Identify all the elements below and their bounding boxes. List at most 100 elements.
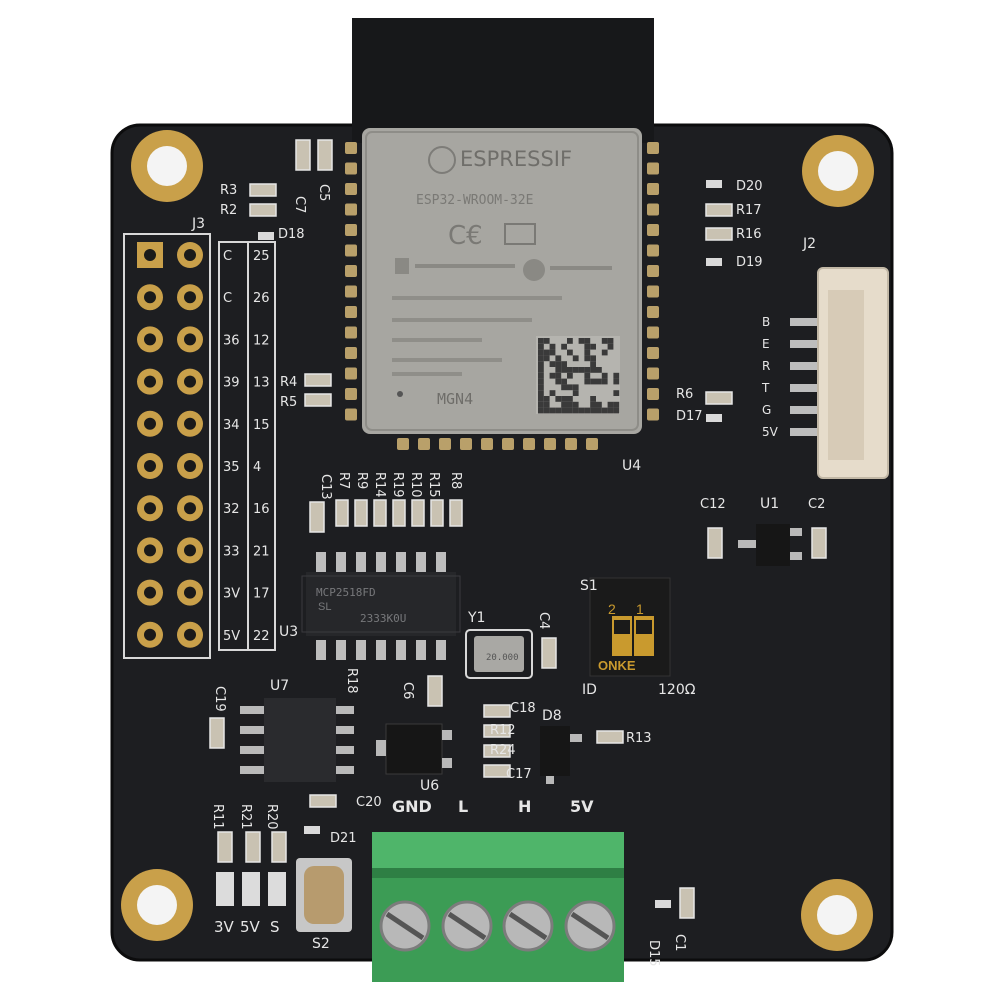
crystal-marking: 20.000 [486,653,519,663]
dip-num-1: 1 [636,601,644,617]
ref-r3: R3 [220,183,237,198]
ref-r11: R11 [210,804,225,830]
cert-logo-icon [395,258,409,274]
smd-component [449,499,463,527]
u3-pin [316,552,326,572]
terminal-screws [379,900,616,952]
ref-r17: R17 [736,203,762,218]
u7-chip [240,698,354,782]
smd-component [354,499,368,527]
ref-c13: C13 [318,474,333,500]
castellation-pad [345,367,357,380]
j2-pin-label: R [762,359,770,373]
smd-component [483,704,511,718]
smd-component [427,675,443,707]
passive-components [209,139,827,919]
j2-pin-label: 5V [762,425,779,439]
smd-component [304,373,332,387]
ref-r18: R18 [344,668,359,694]
j3-label: 36 [223,333,240,348]
castellation-pad [345,183,357,195]
u6-chip [376,723,452,775]
smd-component [705,391,733,405]
castellation-pad [647,224,659,236]
castellation-pad [345,244,357,257]
ref-d19: D19 [736,255,763,270]
smd-component [304,393,332,407]
castellation-pad [418,438,430,450]
module-model: ESP32-WROOM-32E [416,193,533,208]
j2-lead [790,318,820,326]
ref-r20: R20 [264,804,279,830]
ref-c2: C2 [808,497,825,512]
ref-u3: U3 [279,624,298,640]
ref-c18: C18 [510,701,536,716]
j3-number: 4 [253,460,261,475]
j2-lead [790,406,820,414]
castellation-pad [345,162,357,175]
smd-component [295,139,311,171]
ref-r15: R15 [426,472,441,498]
u3-marking: MCP2518FD [316,586,376,599]
j3-number: 25 [253,249,270,264]
cert-circle-icon [523,259,545,281]
ref-r19: R19 [390,472,405,498]
j3-label: 34 [223,418,240,433]
smd-component [483,744,511,758]
d8-diode [540,726,582,784]
ref-d15: D15 [646,940,661,967]
smd-led [706,414,722,422]
castellation-pad [565,438,577,450]
u3-can-controller [301,572,461,636]
j3-number: 22 [253,629,270,644]
u3-pin [356,552,366,572]
ref-c20: C20 [356,795,382,810]
ref-d17: D17 [676,409,703,424]
castellation-pad [647,326,659,339]
smd-component [392,499,406,527]
ref-r16: R16 [736,227,762,242]
castellation-pad [647,244,659,257]
j3-number: 21 [253,544,270,559]
castellation-pad [523,438,535,450]
j3-label: 5V [223,629,240,644]
crystal-y1: 20.000 [465,629,533,679]
module-marking: MGN4 [437,390,473,408]
castellation-pad [460,438,472,450]
castellation-pad [544,438,556,450]
dip-num-2: 2 [608,601,616,617]
castellation-pad [345,306,357,318]
terminal-label: L [458,797,468,816]
j3-number: 16 [253,502,270,517]
j2-leads [790,318,820,436]
ref-u1: U1 [760,496,779,512]
ref-r13: R13 [626,731,652,746]
terminal-label: H [518,797,531,816]
castellation-pad [647,142,659,154]
castellation-pad [439,438,451,450]
u3-pins [316,552,446,660]
smd-component [245,831,261,863]
u3-pin [416,640,426,660]
smd-component [335,499,349,527]
ref-r2: R2 [220,203,237,218]
j3-number: 13 [253,376,270,391]
ref-c4: C4 [536,612,551,629]
smd-component [209,717,225,749]
castellation-pad [345,408,357,421]
smd-component [249,183,277,197]
ref-d8: D8 [542,708,562,724]
ref-j3: J3 [191,216,205,232]
ref-u6: U6 [420,778,439,794]
module-brand: ESPRESSIF [460,147,572,171]
cert-mark-icon [504,223,536,245]
castellation-pad [345,388,357,400]
castellation-pad [586,438,598,450]
ref-c7: C7 [292,196,307,213]
u3-pin [356,640,366,660]
castellation-pad [345,224,357,236]
smd-led [706,180,722,188]
